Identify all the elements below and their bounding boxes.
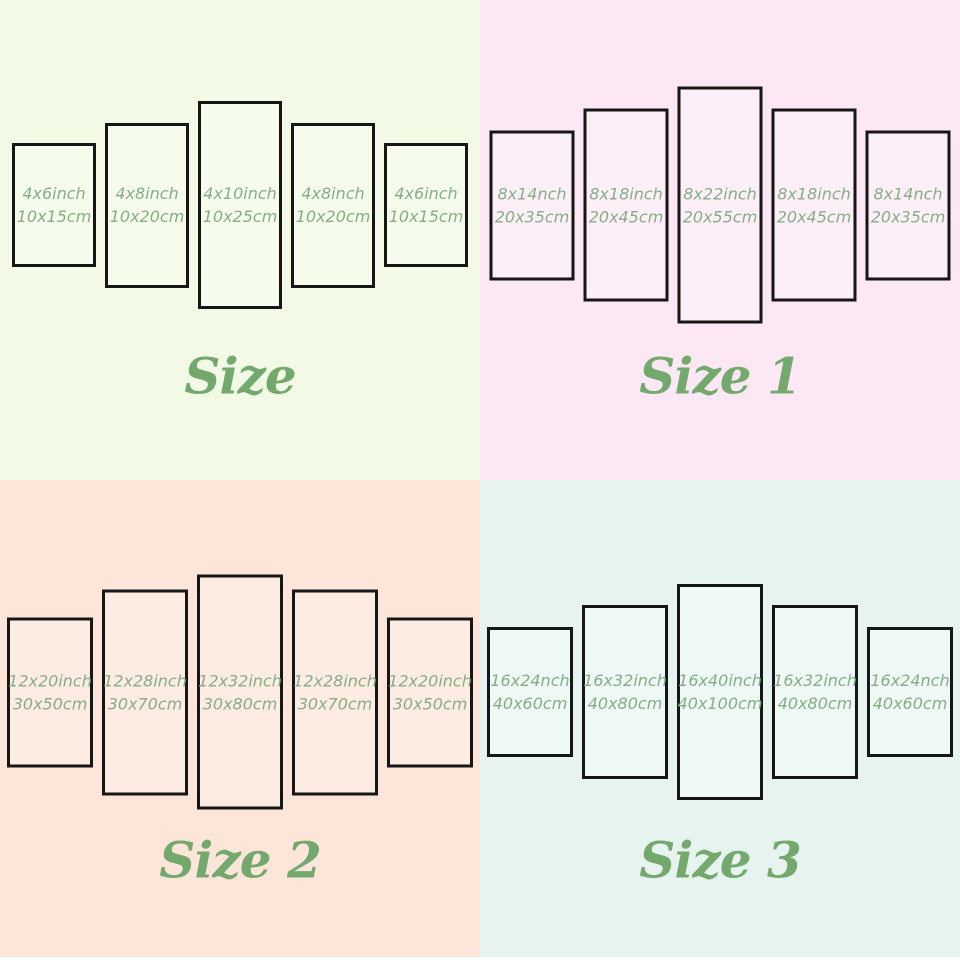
canvas-panel: 4x10inch 10x25cm [198, 101, 282, 309]
panel-size-cm: 20x35cm [494, 207, 570, 226]
canvas-panel: 4x6inch 10x15cm [384, 143, 468, 267]
panel-size-cm: 20x45cm [776, 207, 852, 226]
canvas-panel: 16x40inch 40x100cm [677, 584, 763, 800]
panel-size-cm: 30x70cm [107, 694, 183, 713]
size-1-label: Size 1 [639, 346, 802, 406]
panel-size-inch: 12x20inch [8, 671, 92, 690]
canvas-panel: 8x14nch 20x35cm [865, 130, 951, 280]
panel-row: 16x24nch 40x60cm 16x32inch 40x80cm 16x40inch… [487, 584, 953, 800]
panel-size-cm: 30x50cm [12, 694, 88, 713]
canvas-panel: 16x32inch 40x80cm [582, 605, 668, 779]
panel-size-cm: 10x20cm [109, 207, 185, 226]
panel-size-inch: 16x24nch [870, 671, 950, 690]
panel-size-inch: 8x14nch [497, 184, 567, 203]
panel-size-cm: 30x80cm [202, 694, 278, 713]
size-2-label: Size 2 [159, 830, 322, 890]
panel-size-inch: 4x8inch [115, 184, 179, 203]
panel-size-cm: 20x35cm [870, 207, 946, 226]
panel-size-cm: 40x60cm [492, 694, 568, 713]
canvas-panel: 12x20inch 30x50cm [7, 617, 93, 767]
panel-size-cm: 40x80cm [777, 694, 853, 713]
canvas-panel: 16x24nch 40x60cm [487, 627, 573, 757]
panel-size-inch: 4x6inch [394, 184, 458, 203]
panel-size-inch: 12x28inch [293, 671, 377, 690]
canvas-panel: 4x6inch 10x15cm [12, 143, 96, 267]
panel-row: 8x14nch 20x35cm 8x18inch 20x45cm 8x22inch 20x… [489, 86, 951, 324]
quadrant-size-1: 8x14nch 20x35cm 8x18inch 20x45cm 8x22inch 20x… [480, 0, 960, 480]
canvas-panel: 8x18inch 20x45cm [771, 108, 857, 302]
canvas-panel: 4x8inch 10x20cm [105, 122, 189, 288]
panel-size-inch: 12x28inch [103, 671, 187, 690]
panel-size-inch: 12x32inch [198, 671, 282, 690]
panel-size-inch: 8x22inch [683, 184, 757, 203]
panel-size-cm: 20x45cm [588, 207, 664, 226]
panel-size-inch: 12x20inch [388, 671, 472, 690]
panel-size-inch: 16x32inch [583, 671, 667, 690]
panel-size-cm: 40x80cm [587, 694, 663, 713]
panel-size-inch: 16x24nch [490, 671, 570, 690]
canvas-panel: 8x14nch 20x35cm [489, 130, 575, 280]
panel-size-inch: 4x6inch [22, 184, 86, 203]
panel-size-inch: 8x18inch [777, 184, 851, 203]
panel-size-cm: 10x25cm [202, 207, 278, 226]
canvas-panel: 16x24nch 40x60cm [867, 627, 953, 757]
panel-size-inch: 4x8inch [301, 184, 365, 203]
size-label: Size [184, 346, 296, 406]
panel-row: 4x6inch 10x15cm 4x8inch 10x20cm 4x10inch 10x2… [12, 101, 468, 309]
canvas-panel: 8x18inch 20x45cm [583, 108, 669, 302]
quadrant-size-3: 16x24nch 40x60cm 16x32inch 40x80cm 16x40inch… [480, 480, 960, 957]
canvas-panel: 12x32inch 30x80cm [197, 574, 283, 810]
panel-size-cm: 30x50cm [392, 694, 468, 713]
panel-row: 12x20inch 30x50cm 12x28inch 30x70cm 12x32inc… [7, 574, 473, 810]
panel-size-cm: 10x15cm [388, 207, 464, 226]
panel-size-inch: 4x10inch [203, 184, 277, 203]
size-3-label: Size 3 [639, 830, 802, 890]
panel-size-inch: 8x14nch [873, 184, 943, 203]
panel-size-cm: 10x20cm [295, 207, 371, 226]
panel-size-cm: 10x15cm [16, 207, 92, 226]
panel-size-inch: 16x40inch [678, 671, 762, 690]
canvas-panel: 12x28inch 30x70cm [292, 589, 378, 795]
panel-size-cm: 40x60cm [872, 694, 948, 713]
panel-size-inch: 8x18inch [589, 184, 663, 203]
quadrant-size-2: 12x20inch 30x50cm 12x28inch 30x70cm 12x32inc… [0, 480, 480, 957]
canvas-panel: 12x28inch 30x70cm [102, 589, 188, 795]
canvas-panel: 12x20inch 30x50cm [387, 617, 473, 767]
panel-size-inch: 16x32inch [773, 671, 857, 690]
canvas-panel: 16x32inch 40x80cm [772, 605, 858, 779]
canvas-panel: 8x22inch 20x55cm [677, 86, 763, 324]
quadrant-size: 4x6inch 10x15cm 4x8inch 10x20cm 4x10inch 10x2… [0, 0, 480, 480]
panel-size-cm: 30x70cm [297, 694, 373, 713]
panel-size-cm: 20x55cm [682, 207, 758, 226]
canvas-panel: 4x8inch 10x20cm [291, 122, 375, 288]
panel-size-cm: 40x100cm [677, 694, 763, 713]
